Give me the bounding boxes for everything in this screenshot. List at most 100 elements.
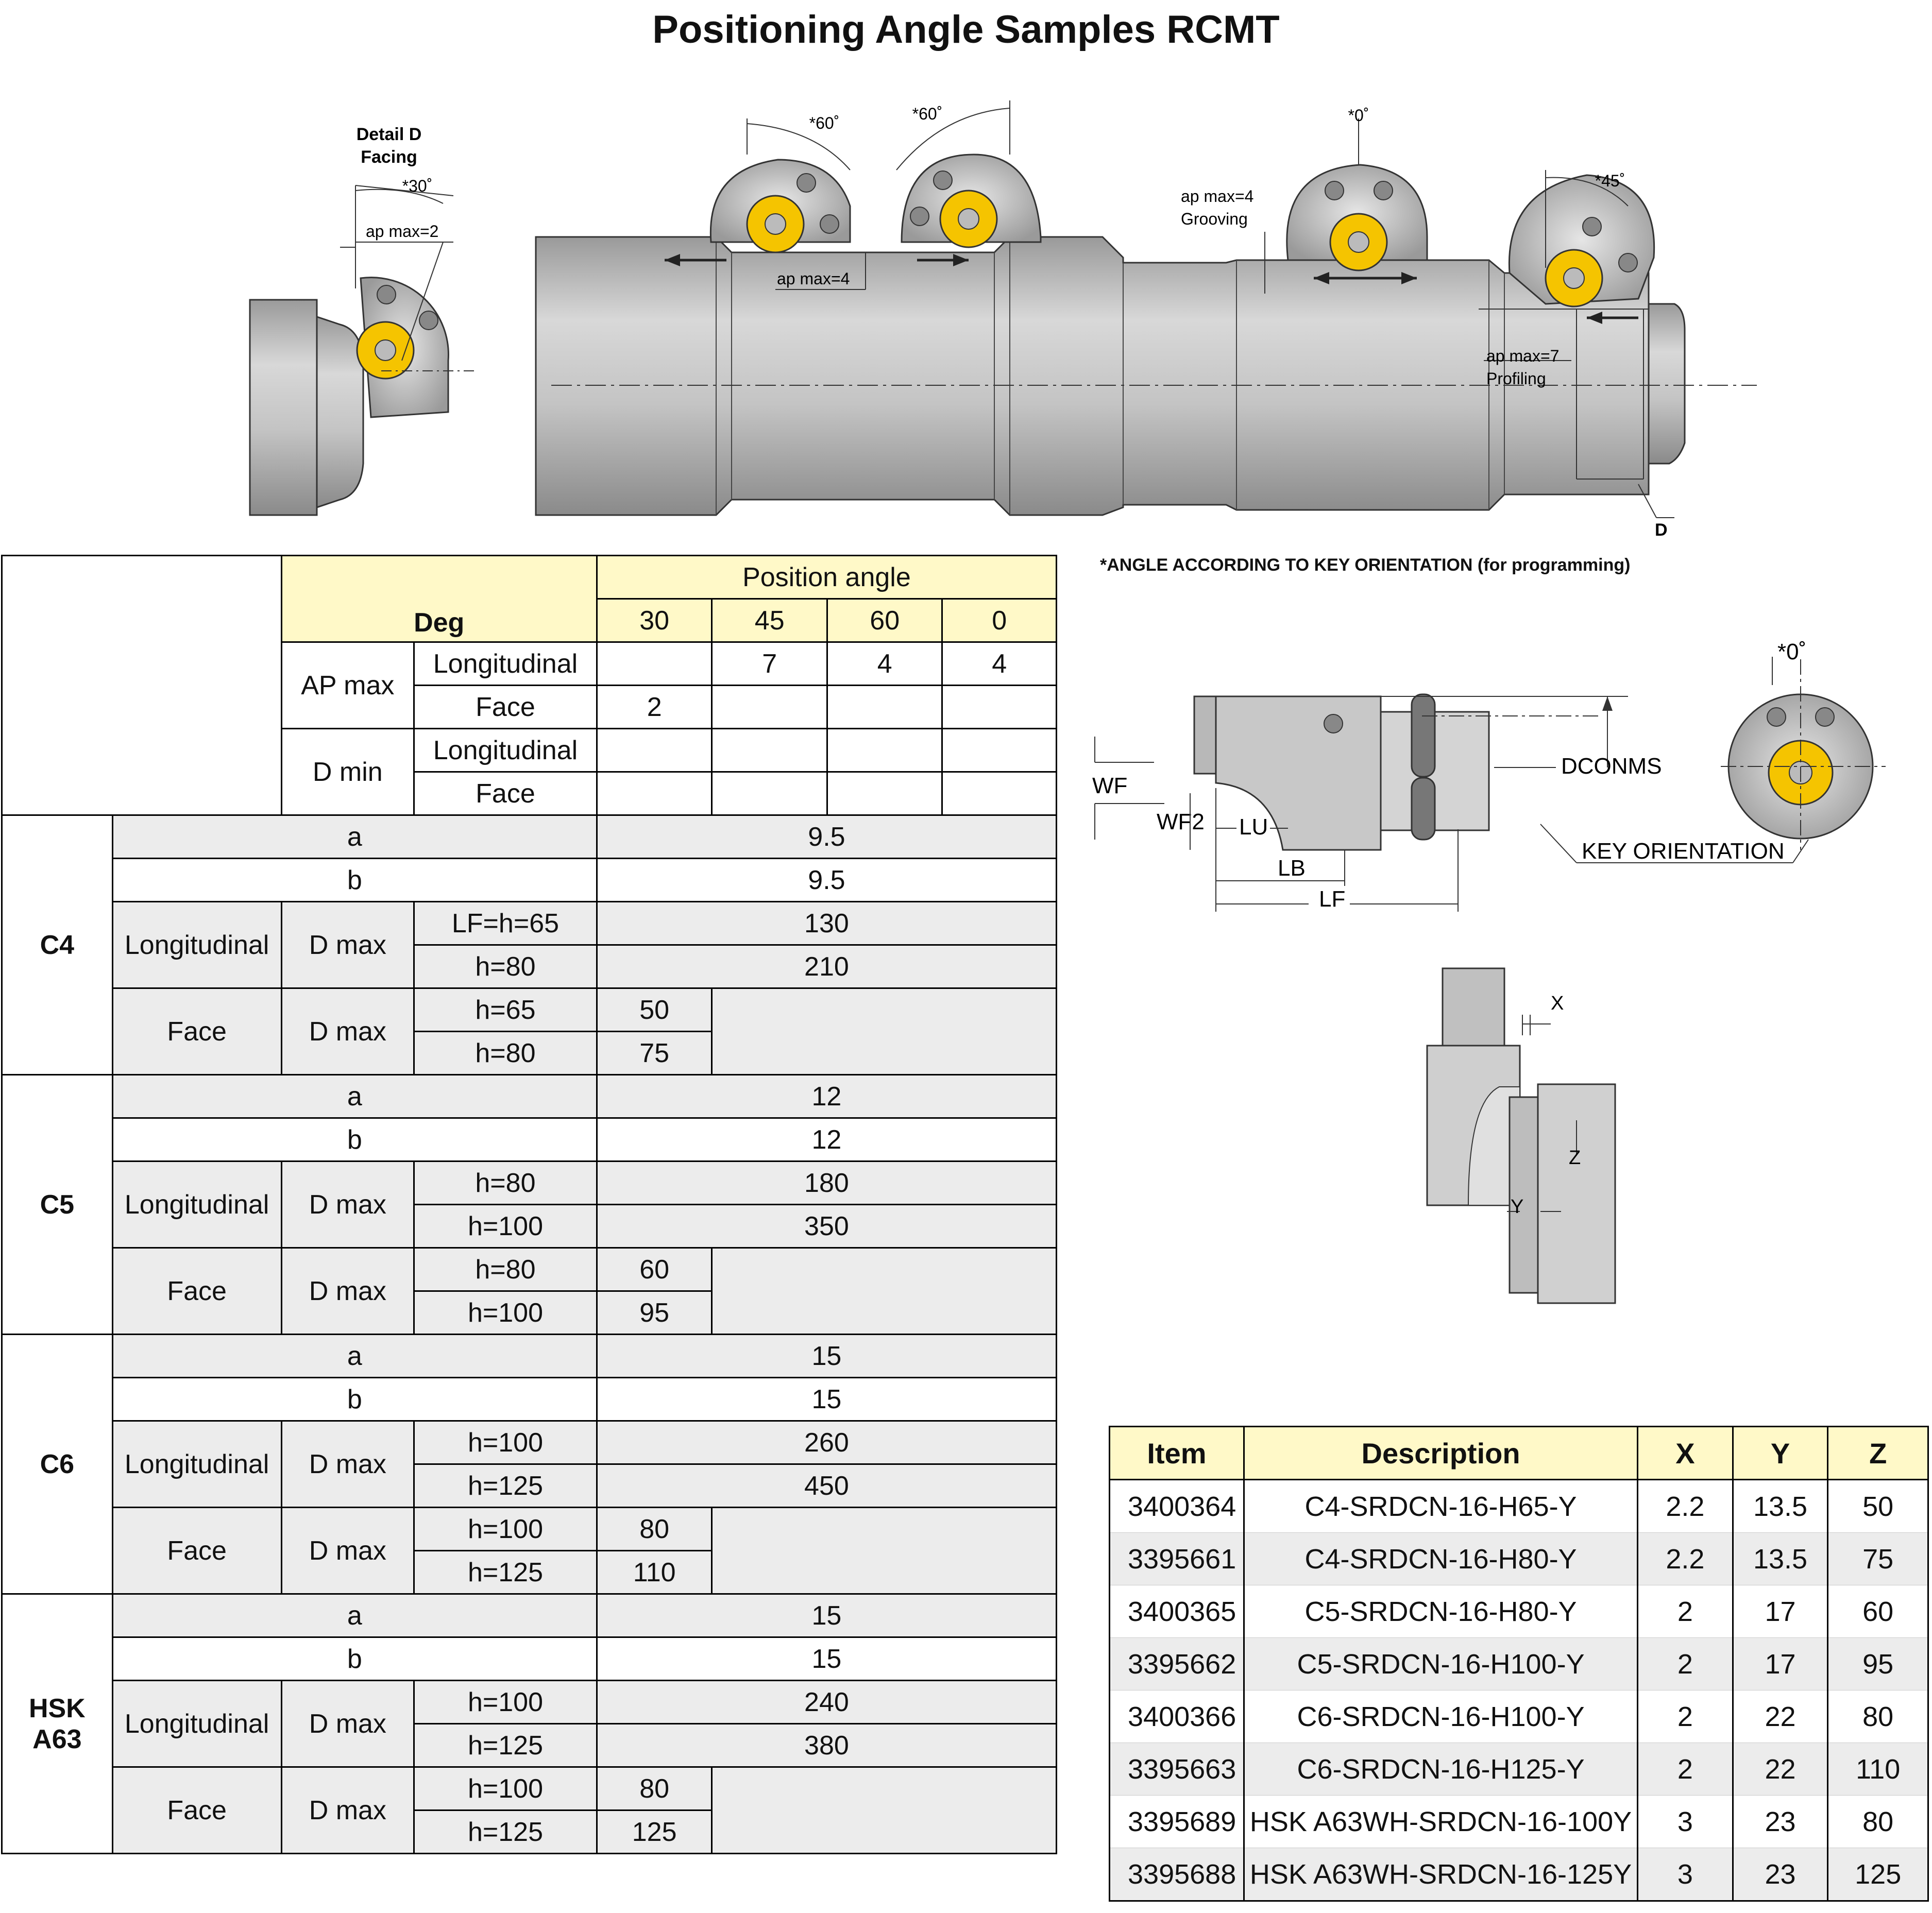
- item-number: 3395689: [1109, 1795, 1245, 1848]
- item-x: 2.2: [1637, 1479, 1734, 1533]
- xyz-drawing: X Z Y: [1426, 967, 1616, 1304]
- group-name: C4: [1, 814, 113, 1075]
- item-y: 17: [1732, 1585, 1829, 1638]
- h-label: h=100: [413, 1766, 598, 1811]
- ap-longitudinal-label: Longitudinal: [413, 641, 598, 686]
- item-z: 60: [1827, 1585, 1929, 1638]
- position-angle-header: Position angle: [596, 555, 1058, 600]
- b-label: b: [111, 1636, 598, 1681]
- b-value: 12: [596, 1117, 1058, 1162]
- angle-60b-label: *60˚: [912, 105, 943, 123]
- facing-workpiece: [249, 299, 364, 516]
- y-label: Y: [1511, 1196, 1523, 1218]
- angle-30-label: *30˚: [402, 177, 433, 195]
- item-number: 3400364: [1109, 1479, 1245, 1533]
- empty-cell: [711, 1507, 1057, 1595]
- page-title: Positioning Angle Samples RCMT: [652, 8, 1280, 52]
- lf-label: LF: [1319, 886, 1345, 912]
- item-y: 23: [1732, 1848, 1829, 1902]
- a-label: a: [111, 1074, 598, 1119]
- ap-long-60: 4: [826, 641, 943, 686]
- b-value: 15: [596, 1377, 1058, 1422]
- longitudinal-label: Longitudinal: [111, 1160, 282, 1249]
- item-y: 13.5: [1732, 1532, 1829, 1585]
- item-y: 22: [1732, 1690, 1829, 1743]
- key-orientation-label: KEY ORIENTATION: [1582, 839, 1785, 864]
- ap-max-4-grooving-label: ap max=4: [1181, 187, 1253, 206]
- h-label: h=125: [413, 1723, 598, 1768]
- dmax-face-value: 125: [596, 1809, 713, 1854]
- h-label: h=80: [413, 1160, 598, 1205]
- item-number: 3395663: [1109, 1743, 1245, 1796]
- dmin-longitudinal-label: Longitudinal: [413, 728, 598, 773]
- tool-head-0-grooving: [1286, 164, 1428, 271]
- item-description: C6-SRDCN-16-H100-Y: [1243, 1690, 1639, 1743]
- wf2-label: WF2: [1157, 809, 1205, 834]
- facing-label: Facing: [361, 147, 417, 167]
- face-label: Face: [111, 1766, 282, 1854]
- empty-cell: [711, 987, 1057, 1075]
- b-label: b: [111, 1377, 598, 1422]
- h-label: LF=h=65: [413, 901, 598, 946]
- dmax-label: D max: [280, 1680, 415, 1768]
- b-label: b: [111, 1117, 598, 1162]
- ap-long-30: [596, 641, 713, 686]
- item-z: 50: [1827, 1479, 1929, 1533]
- dmax-long-value: 380: [596, 1723, 1058, 1768]
- h-label: h=125: [413, 1550, 598, 1595]
- h-label: h=100: [413, 1290, 598, 1335]
- dmax-face-value: 95: [596, 1290, 713, 1335]
- item-x: 2: [1637, 1690, 1734, 1743]
- item-description: C5-SRDCN-16-H80-Y: [1243, 1585, 1639, 1638]
- dmax-label: D max: [280, 1507, 415, 1595]
- dmax-face-value: 110: [596, 1550, 713, 1595]
- dmax-face-value: 75: [596, 1031, 713, 1075]
- a-value: 9.5: [596, 814, 1058, 859]
- group-name: C6: [1, 1334, 113, 1595]
- tool-dimension-drawing: DCONMS KEY ORIENTATION WF WF2 LU LB LF *…: [1092, 639, 1886, 912]
- h-label: h=125: [413, 1463, 598, 1508]
- item-z: 80: [1827, 1795, 1929, 1848]
- x-label: X: [1551, 993, 1564, 1014]
- item-description: HSK A63WH-SRDCN-16-100Y: [1243, 1795, 1639, 1848]
- angle-60a-label: *60˚: [809, 114, 840, 132]
- item-number: 3395661: [1109, 1532, 1245, 1585]
- corner-cell: [1, 555, 282, 816]
- item-header: Item: [1109, 1426, 1245, 1480]
- item-x: 3: [1637, 1795, 1734, 1848]
- tool-head-60-left: [709, 159, 851, 253]
- dmax-label: D max: [280, 1160, 415, 1249]
- dmax-label: D max: [280, 1420, 415, 1508]
- angle-45-label: *45˚: [1595, 172, 1625, 190]
- dmax-label: D max: [280, 1247, 415, 1335]
- ap-long-45: 7: [711, 641, 828, 686]
- dmax-face-value: 80: [596, 1507, 713, 1551]
- facing-tool-head: [356, 277, 449, 418]
- a-label: a: [111, 1334, 598, 1378]
- item-description: C5-SRDCN-16-H100-Y: [1243, 1637, 1639, 1690]
- dmax-long-value: 350: [596, 1204, 1058, 1249]
- angle-0b-label: *0˚: [1777, 639, 1806, 664]
- deg-header: Deg: [280, 555, 598, 643]
- item-x: 2.2: [1637, 1532, 1734, 1585]
- dmax-long-value: 260: [596, 1420, 1058, 1465]
- item-description: C4-SRDCN-16-H80-Y: [1243, 1532, 1639, 1585]
- dmax-long-value: 210: [596, 944, 1058, 989]
- longitudinal-label: Longitudinal: [111, 1420, 282, 1508]
- description-header: Description: [1243, 1426, 1639, 1480]
- h-label: h=100: [413, 1420, 598, 1465]
- dmax-label: D max: [280, 901, 415, 989]
- h-label: h=125: [413, 1809, 598, 1854]
- group-name-line1: HSK: [28, 1693, 86, 1723]
- a-label: a: [111, 814, 598, 859]
